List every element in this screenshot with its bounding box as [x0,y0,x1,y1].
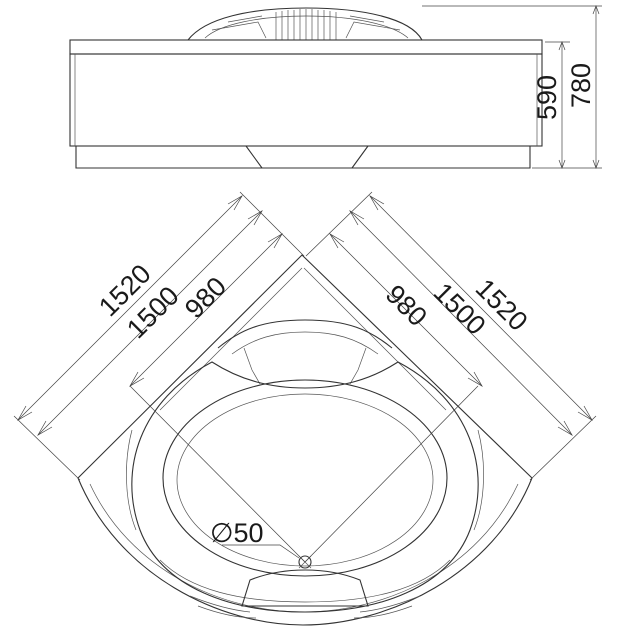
bowl-right-ledge [473,429,484,531]
side-base [75,146,531,169]
side-dome-grille [275,9,337,40]
side-dome-right-detail [345,15,401,39]
bowl-inner-shadow [176,393,434,567]
dim-980-right-diagonal [304,385,479,563]
drain-icon [298,555,312,569]
side-dome-left-detail [211,15,267,39]
height-inner-label: 590 [532,75,562,120]
side-top-dome-inner [204,15,409,39]
side-body [69,53,543,147]
dim-980-left-diagonal [129,385,306,563]
tub-deck-right [303,267,447,411]
side-top-dome [186,7,423,41]
bowl-inner [162,379,448,577]
drain-leader [222,544,300,559]
top-plan-view: ∅50 1520 1500 980 980 [13,191,597,626]
drain-diameter-label: ∅50 [210,518,264,548]
right-dimensions [305,191,597,481]
front-step-left [189,595,257,619]
tub-outer-outline [77,254,533,626]
headrest-outline [217,319,393,349]
front-step-right [353,595,421,619]
headrest-left-notch [243,347,261,385]
height-outer-label: 780 [566,63,596,108]
bowl-outer-rim [131,361,479,613]
bowl-left-ledge [126,429,137,531]
front-step [241,569,369,607]
side-base-notch [245,145,369,169]
headrest-right-notch [349,347,367,385]
bowl-front-lip [159,559,451,603]
left-dimensions [13,191,305,481]
side-rim [69,39,543,55]
tub-outer-ledge [89,483,519,613]
headrest-inner [231,331,379,355]
side-elevation-view: 590 780 [69,5,602,169]
left-inner-width-label: 980 [179,271,232,324]
